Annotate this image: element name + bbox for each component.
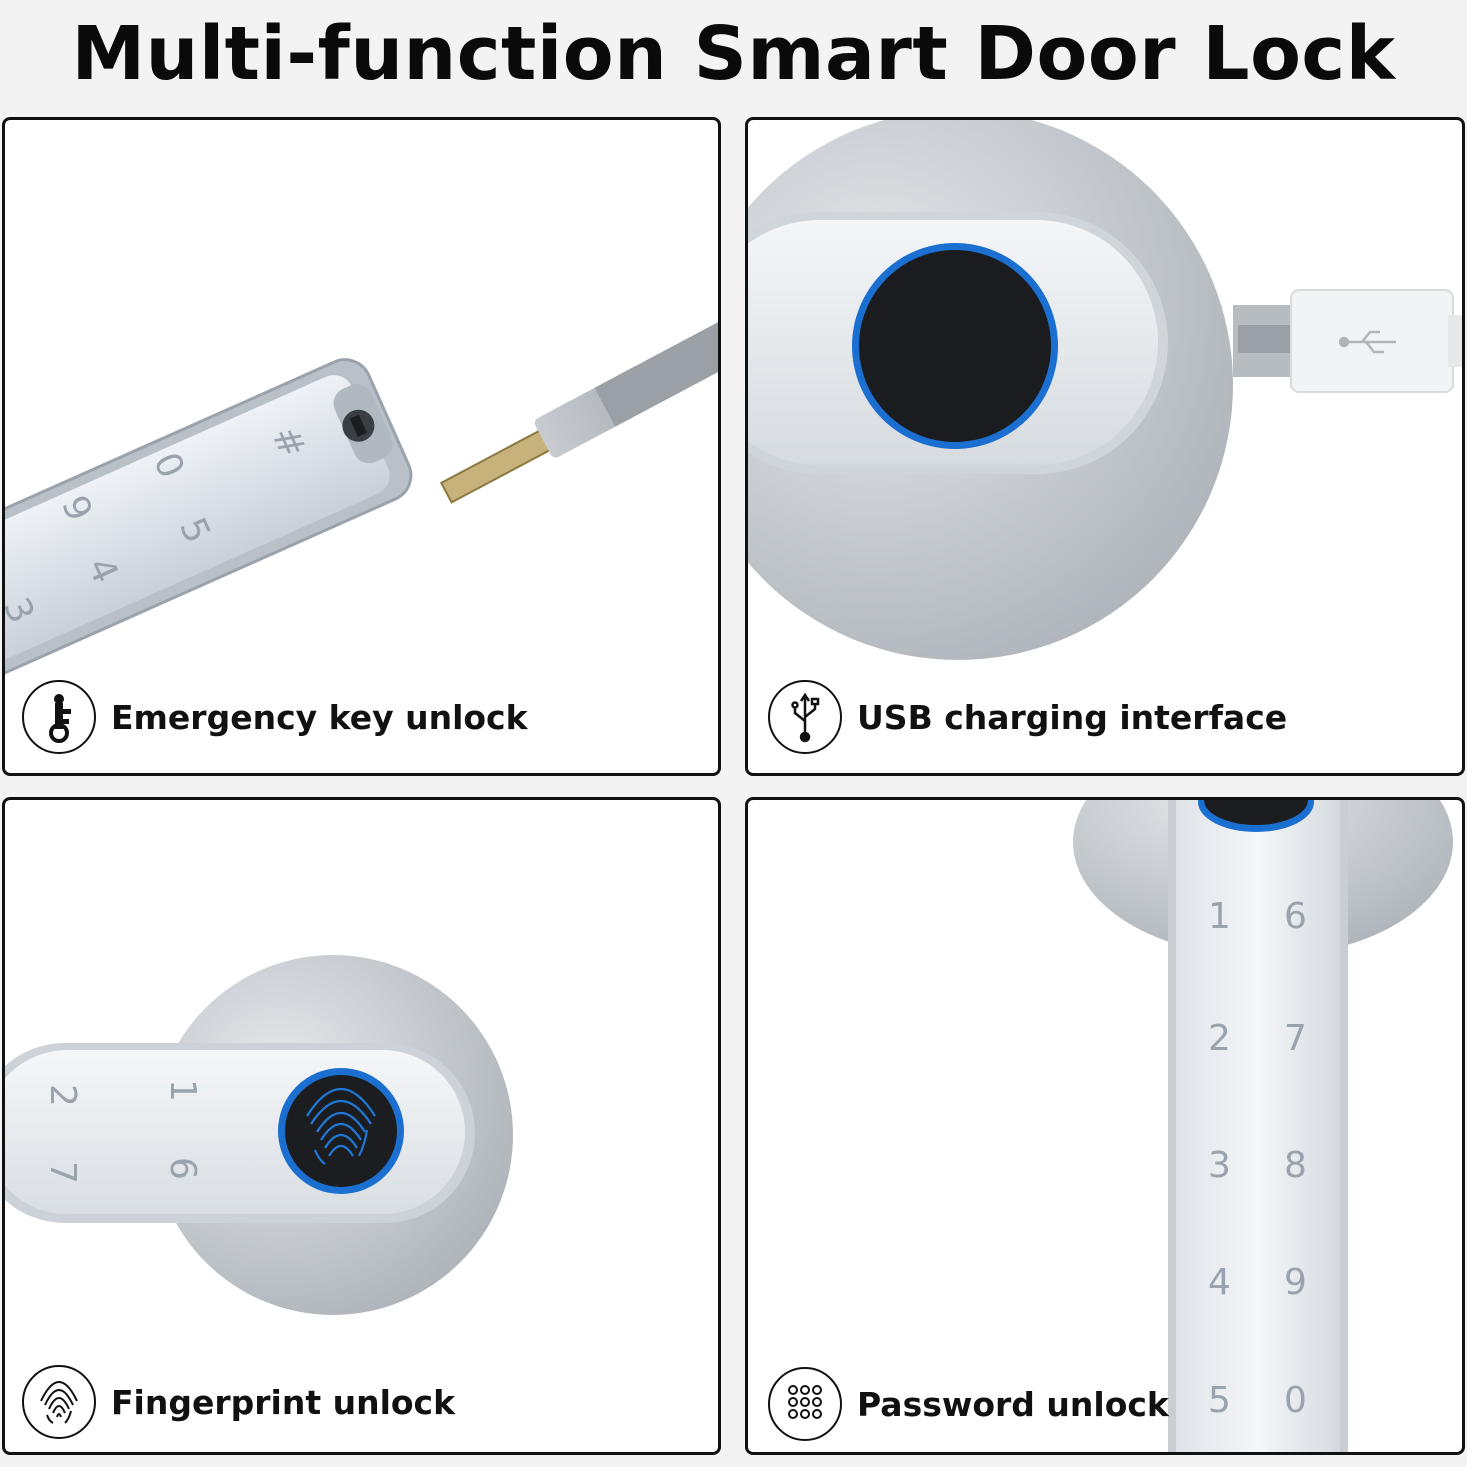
fingerprint-icon [22,1365,96,1439]
keypad-key: 6 [1284,896,1307,937]
usb-caption: USB charging interface [768,680,1287,754]
caption-label: Emergency key unlock [111,697,528,737]
keypad-key: 3 [1208,1145,1231,1186]
keypad-key: 8 [1284,1145,1307,1186]
keypad-key: 1 [1208,896,1231,937]
keypad-lever-illustration [1073,800,1453,1452]
keypad-icon [768,1367,842,1441]
caption-label: Password unlock [857,1384,1169,1424]
fingerprint-panel: 1 6 2 7 Fingerprint unlock [2,797,721,1455]
lock-with-key-illustration [5,312,718,694]
keypad-key: 7 [41,1161,83,1184]
keypad-key: 1 [161,1079,203,1102]
keypad-key: 7 [1284,1018,1307,1059]
page-title: Multi-function Smart Door Lock [71,11,1396,97]
fingerprint-caption: Fingerprint unlock [22,1365,455,1439]
emergency-key-caption: Emergency key unlock [22,680,528,754]
keypad-key: 2 [41,1084,83,1107]
keypad-key: 6 [161,1157,203,1180]
keypad-key: 4 [1208,1262,1231,1303]
keypad-key: 9 [1284,1262,1307,1303]
usb-port-illustration [748,120,1462,660]
key-icon [22,680,96,754]
emergency-key-panel: # 0 5 9 4 3 Emergency key unlock [2,117,721,776]
password-panel: 1 6 2 7 3 8 4 9 5 0 Password unlock [745,797,1465,1455]
keypad-key: 5 [1208,1380,1231,1421]
keypad-key: 0 [1284,1380,1307,1421]
caption-label: Fingerprint unlock [111,1382,456,1422]
usb-icon [768,680,842,754]
keypad-key: 2 [1208,1018,1231,1059]
usb-charging-panel: USB charging interface [745,117,1465,776]
caption-label: USB charging interface [857,697,1288,737]
fingerprint-lever-illustration [5,955,513,1315]
password-caption: Password unlock [768,1367,1169,1441]
